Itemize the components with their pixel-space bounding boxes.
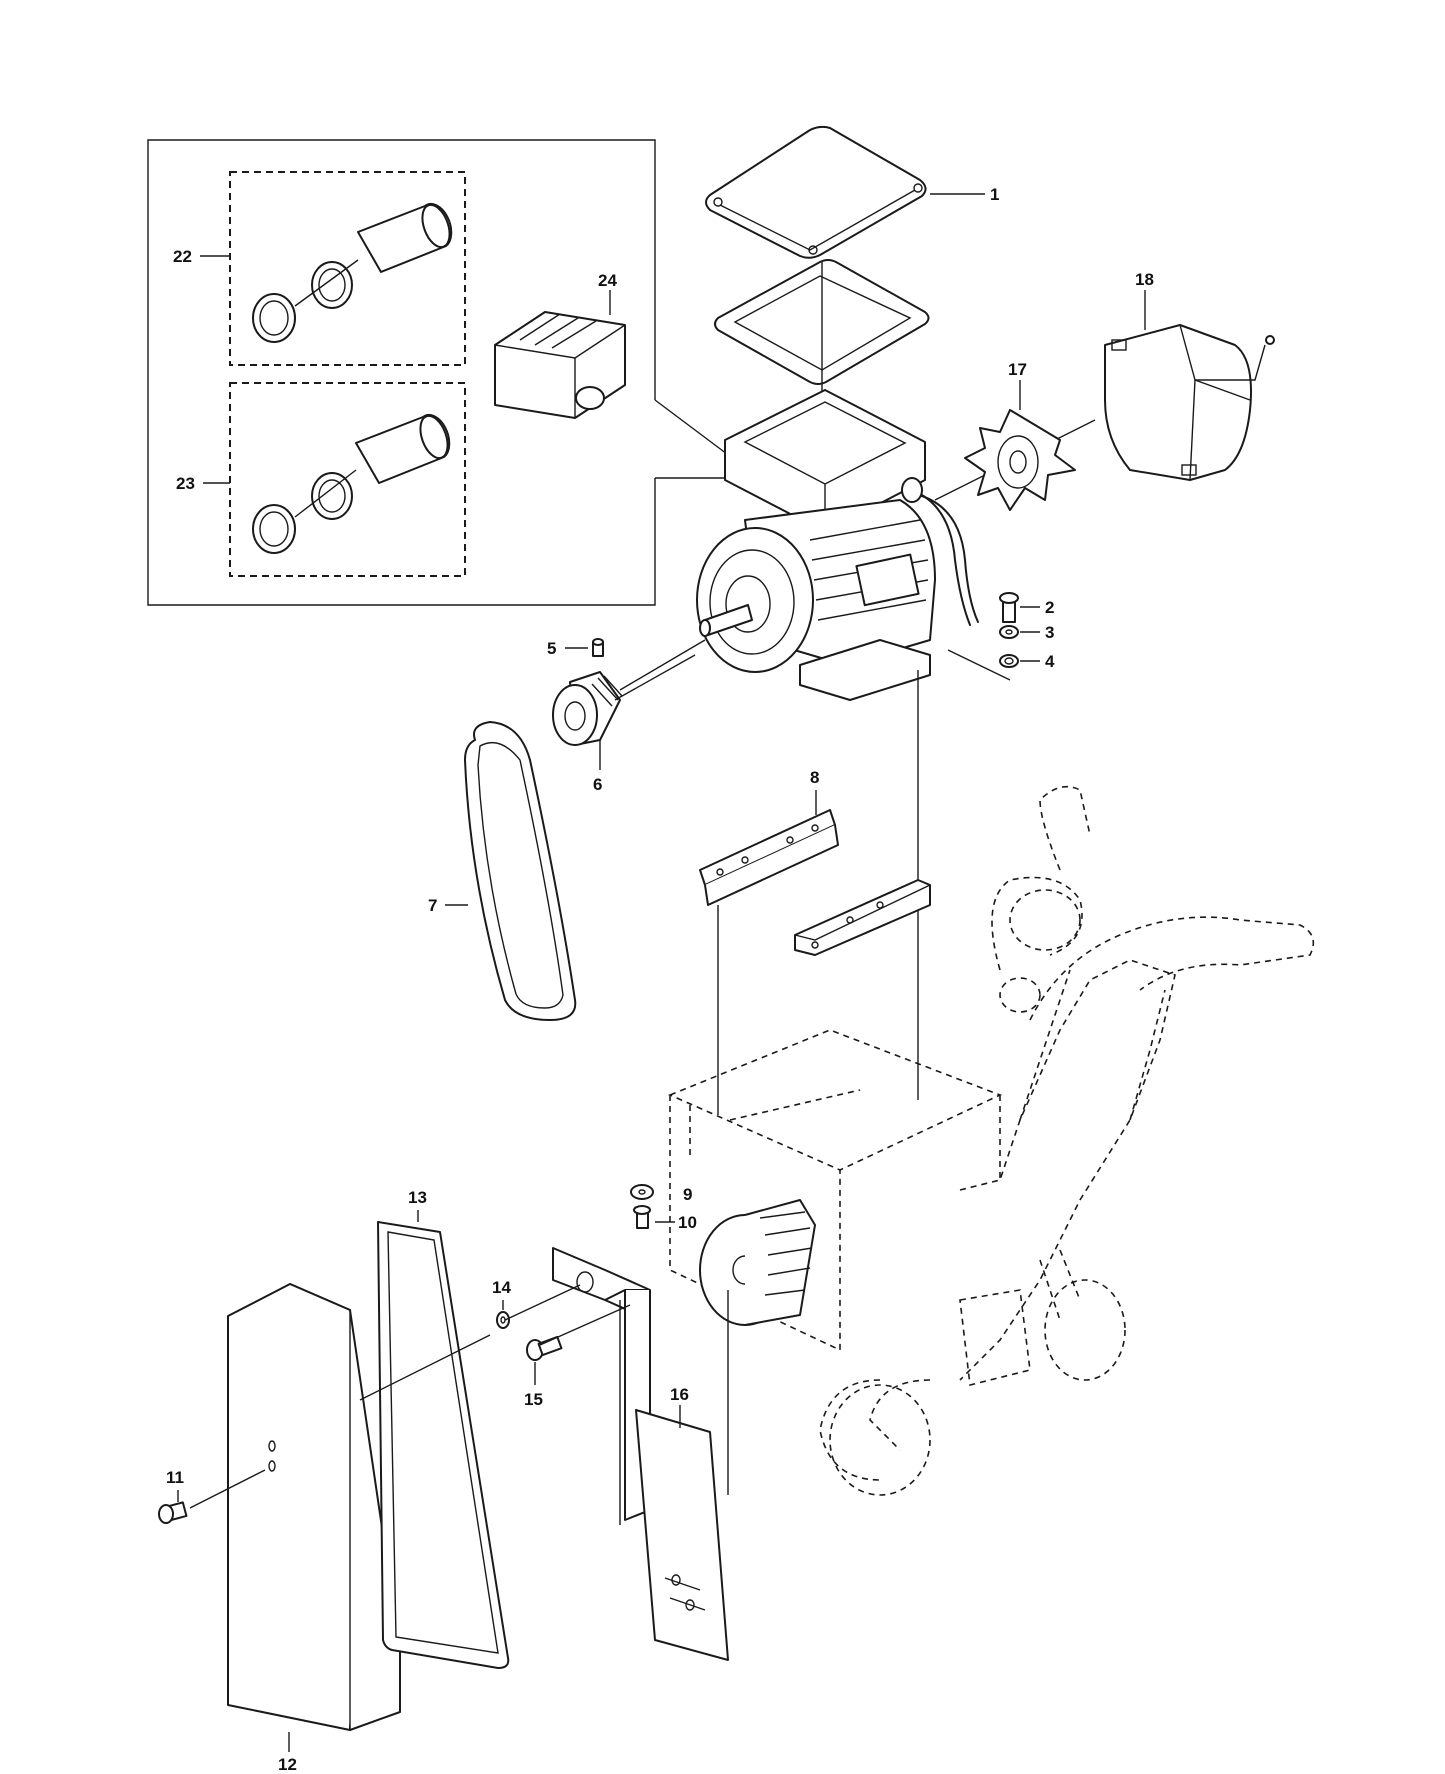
- callout-13: 13: [408, 1188, 427, 1207]
- guard-bracket: [504, 1247, 651, 1525]
- callout-3: 3: [1045, 623, 1054, 642]
- callout-6: 6: [593, 775, 602, 794]
- washer-14: [496, 1300, 510, 1329]
- callout-4: 4: [1045, 652, 1055, 671]
- gasket: [714, 259, 930, 455]
- callout-1: 1: [990, 185, 999, 204]
- screw-11: [158, 1469, 266, 1524]
- washer-9: [630, 1184, 654, 1200]
- callout-10: 10: [678, 1213, 697, 1232]
- callout-12: 12: [278, 1755, 297, 1774]
- terminal-block-24: [494, 290, 626, 419]
- callout-7: 7: [428, 896, 437, 915]
- capacitor-22: [252, 202, 453, 343]
- bolt-15: [526, 1335, 563, 1385]
- cover-plate-16: [635, 1405, 729, 1661]
- callout-2: 2: [1045, 598, 1054, 617]
- bolt-10: [633, 1205, 675, 1229]
- terminal-box-cover-1: [705, 125, 985, 259]
- callout-17: 17: [1008, 360, 1027, 379]
- nut-4: [999, 654, 1040, 668]
- set-screw-5: [565, 638, 604, 657]
- callout-22: 22: [173, 247, 192, 266]
- belt-guard-12: [227, 1283, 401, 1752]
- callout-5: 5: [547, 639, 556, 658]
- capacitor-23: [252, 413, 451, 554]
- capacitor-kit-group: [147, 139, 745, 606]
- callout-8: 8: [810, 768, 819, 787]
- callout-24: 24: [598, 271, 617, 290]
- callout-23: 23: [176, 474, 195, 493]
- callout-14: 14: [492, 1278, 511, 1297]
- bolt-2: [999, 592, 1040, 623]
- callout-16: 16: [670, 1385, 689, 1404]
- motor-pulley-6: [552, 654, 696, 770]
- cooling-fan-17: [934, 380, 1096, 511]
- callout-18: 18: [1135, 270, 1154, 289]
- callout-11: 11: [166, 1468, 184, 1487]
- capacitor-kit-22-box: [229, 171, 466, 366]
- guard-gasket-13: [359, 1210, 510, 1669]
- capacitor-kit-23-box: [229, 382, 466, 577]
- callout-15: 15: [524, 1390, 543, 1409]
- drive-belt-7: [445, 721, 577, 1021]
- electric-motor: [619, 389, 1011, 1100]
- mounting-bracket-8: [699, 790, 931, 1115]
- callout-9: 9: [683, 1185, 692, 1204]
- machine-frame-dashed: [667, 785, 1315, 1496]
- washer-3: [999, 625, 1040, 639]
- fan-cover-18: [1104, 290, 1275, 481]
- callout-labels: 1 2 3 4 5 6 7 8 9 10 11 12 13 14 15 16 1…: [166, 185, 1154, 1774]
